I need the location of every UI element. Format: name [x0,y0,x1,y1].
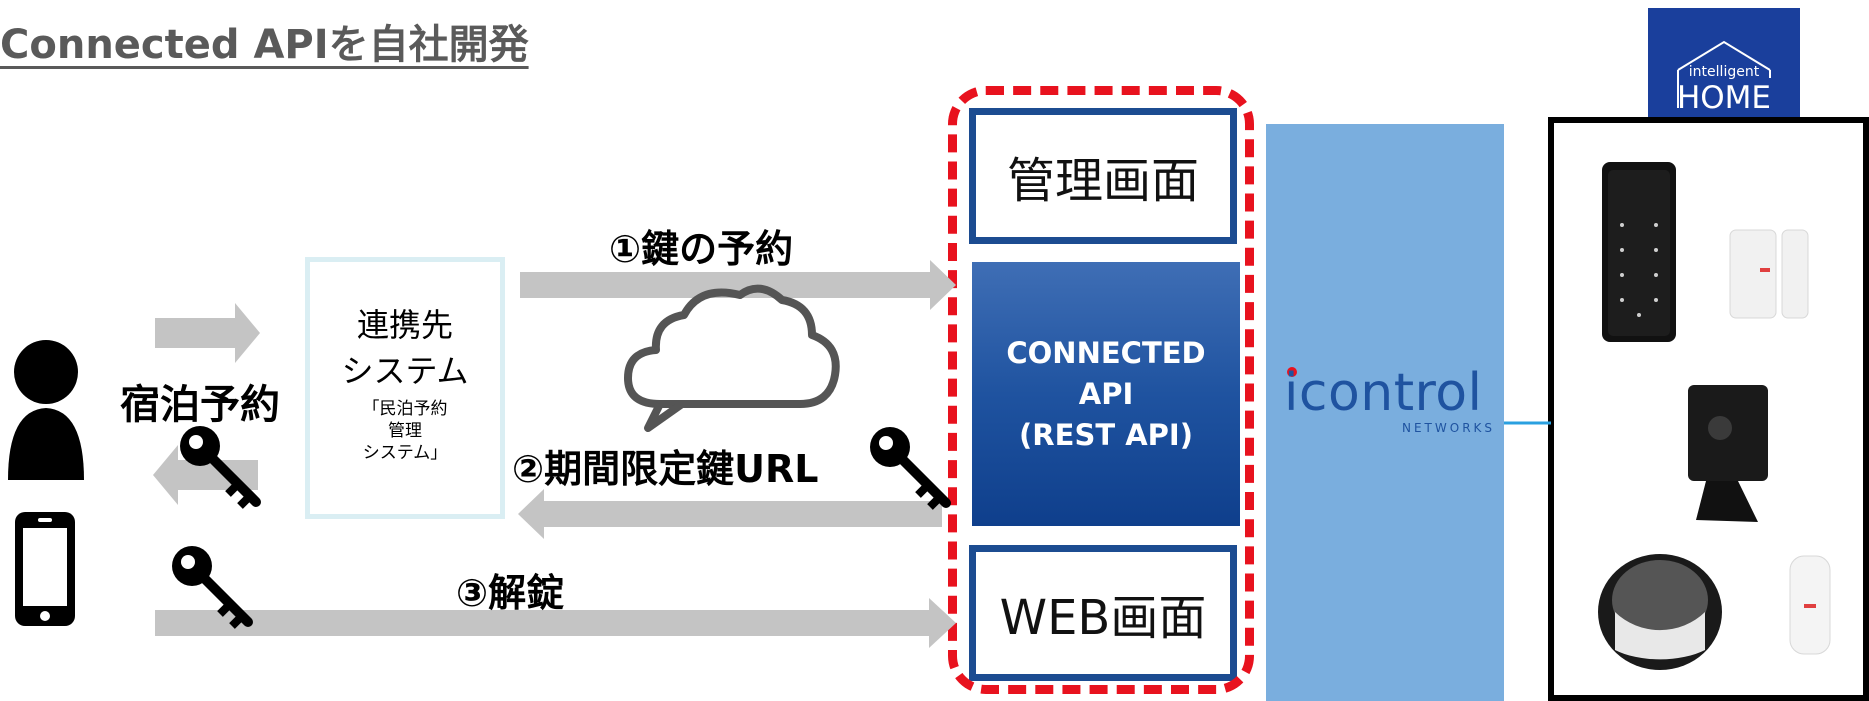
developed-scope-highlight [948,86,1254,694]
keypad-lock-icon [1602,162,1676,342]
api-line3: (REST API) [1019,417,1193,452]
web-panel-box: WEB画面 [969,545,1237,681]
camera-icon [1688,385,1768,522]
door-sensor-icon [1729,229,1809,319]
partner-system-subtitle: 「民泊予約 管理 システム」 [310,398,500,464]
key-icon [870,427,946,507]
intelligent-home-line1: intelligent [1688,64,1760,80]
connected-api-box: CONNECTED API (REST API) [972,262,1240,526]
partner-sub-line3: システム」 [362,443,448,463]
cloud-icon [624,284,840,432]
house-roof-icon [1677,40,1771,108]
hub-icon [1598,554,1722,670]
motion-sensor-icon [1789,555,1831,655]
stay-reservation-label: 宿泊予約 [120,382,280,428]
intelligent-home-line2: HOME [1676,80,1772,116]
partner-sub-line1: 「民泊予約 [362,399,448,419]
smartphone-icon [15,512,75,626]
time-limited-key-url-label: ②期間限定鍵URL [512,447,819,491]
partner-system-box: 連携先 システム 「民泊予約 管理 システム」 [305,257,505,519]
intelligent-home-logo: intelligent HOME [1648,8,1800,130]
admin-panel-label: 管理画面 [1006,153,1199,209]
arrow-key-url [518,489,942,539]
partner-system-title: 連携先 システム [310,302,500,394]
arrow-to-partner [155,303,260,363]
api-line2: API [1078,376,1134,411]
icontrol-column [1266,124,1504,701]
api-line1: CONNECTED [1006,335,1206,370]
icontrol-logo: icontrol NETWORKS [1284,363,1494,435]
unlock-label: ③解錠 [456,571,565,615]
partner-title-line2: システム [341,352,469,390]
web-panel-label: WEB画面 [999,590,1207,646]
icontrol-logo-text: icontrol [1284,363,1482,423]
person-icon [8,340,84,480]
icontrol-logo-sub: NETWORKS [1402,421,1494,435]
partner-sub-line2: 管理 [388,421,422,441]
admin-panel-box: 管理画面 [969,108,1237,244]
page-title: Connected APIを自社開発 [0,22,529,68]
partner-title-line1: 連携先 [356,306,453,344]
reserve-key-label: ①鍵の予約 [609,227,794,271]
arrow-unlock [155,598,956,648]
